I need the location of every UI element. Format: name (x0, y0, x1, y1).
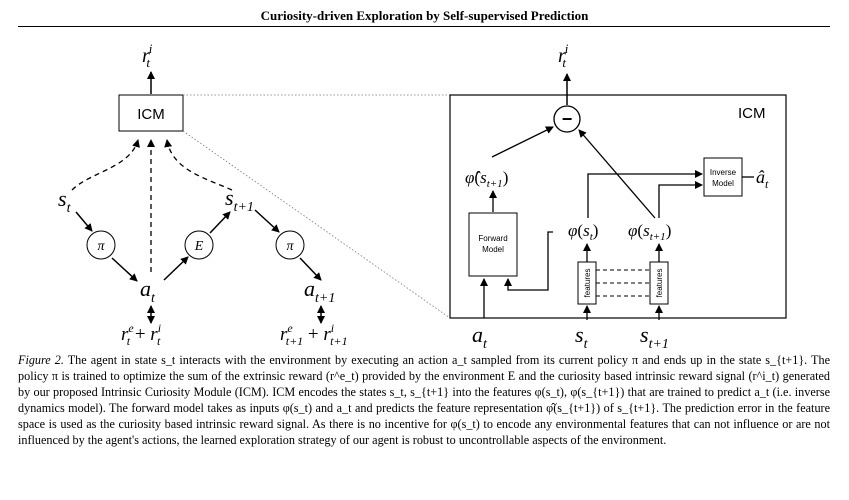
policy-node-2 (275, 230, 305, 260)
figure-caption: Figure 2. The agent in state s_t interac… (18, 352, 830, 448)
icm-panel (449, 94, 787, 319)
phist-to-inverse-path (587, 170, 703, 218)
environment-node (184, 230, 214, 260)
running-header: Curiosity-driven Exploration by Self-sup… (260, 8, 589, 23)
left-action-t: at (140, 276, 156, 306)
caption-text: The agent in state s_t interacts with th… (18, 353, 830, 447)
caption-label: Figure 2. (18, 353, 64, 367)
features-label-1: features (583, 269, 592, 298)
phi-st-label: φ(st) (568, 221, 598, 243)
icm-box (118, 94, 184, 132)
policy-node-2-label: π (286, 239, 294, 254)
icm-box-label: ICM (137, 106, 165, 123)
policy-node-1 (86, 230, 116, 260)
forward-model-box (468, 212, 518, 277)
pi-to-at1-arrow (299, 257, 322, 281)
icm-panel-label: ICM (738, 105, 766, 122)
left-state-t1: st+1 (225, 185, 254, 215)
dashed-st-to-icm (71, 139, 140, 191)
right-input-a: at (472, 322, 488, 350)
header-rule (18, 26, 830, 27)
at-to-env-arrow (163, 256, 189, 281)
features-label-2: features (655, 269, 664, 298)
st1-to-pi-arrow (254, 209, 280, 233)
inverse-model-label-2: Model (712, 179, 734, 188)
right-input-s1: st+1 (640, 322, 669, 350)
dashed-st1-to-icm (164, 139, 233, 191)
zoom-line-bottom (182, 130, 451, 319)
left-state-t: st (58, 186, 72, 216)
policy-node-1-label: π (97, 239, 105, 254)
inverse-model-box (703, 157, 743, 197)
a-hat-label: ât (756, 167, 769, 191)
phi-st1-label: φ(st+1) (628, 221, 671, 243)
phihat-to-minus-arrow (491, 126, 554, 158)
minus-node-symbol: − (562, 109, 573, 129)
env-to-st1-arrow (209, 211, 231, 234)
forward-model-label-1: Forward (478, 234, 507, 243)
phist1-to-inverse-path (658, 181, 703, 218)
environment-node-label: E (194, 239, 204, 254)
forward-model-label-2: Model (482, 245, 504, 254)
phi-hat-label: φ̂(st+1) (465, 168, 508, 190)
pi-to-at-arrow (111, 257, 138, 282)
left-action-t1: at+1 (304, 276, 335, 306)
phist-to-forward-path (504, 231, 553, 291)
inverse-model-label-1: Inverse (710, 168, 737, 177)
right-input-s: st (575, 322, 589, 350)
st-to-pi-arrow (75, 211, 93, 232)
minus-node (553, 105, 581, 133)
